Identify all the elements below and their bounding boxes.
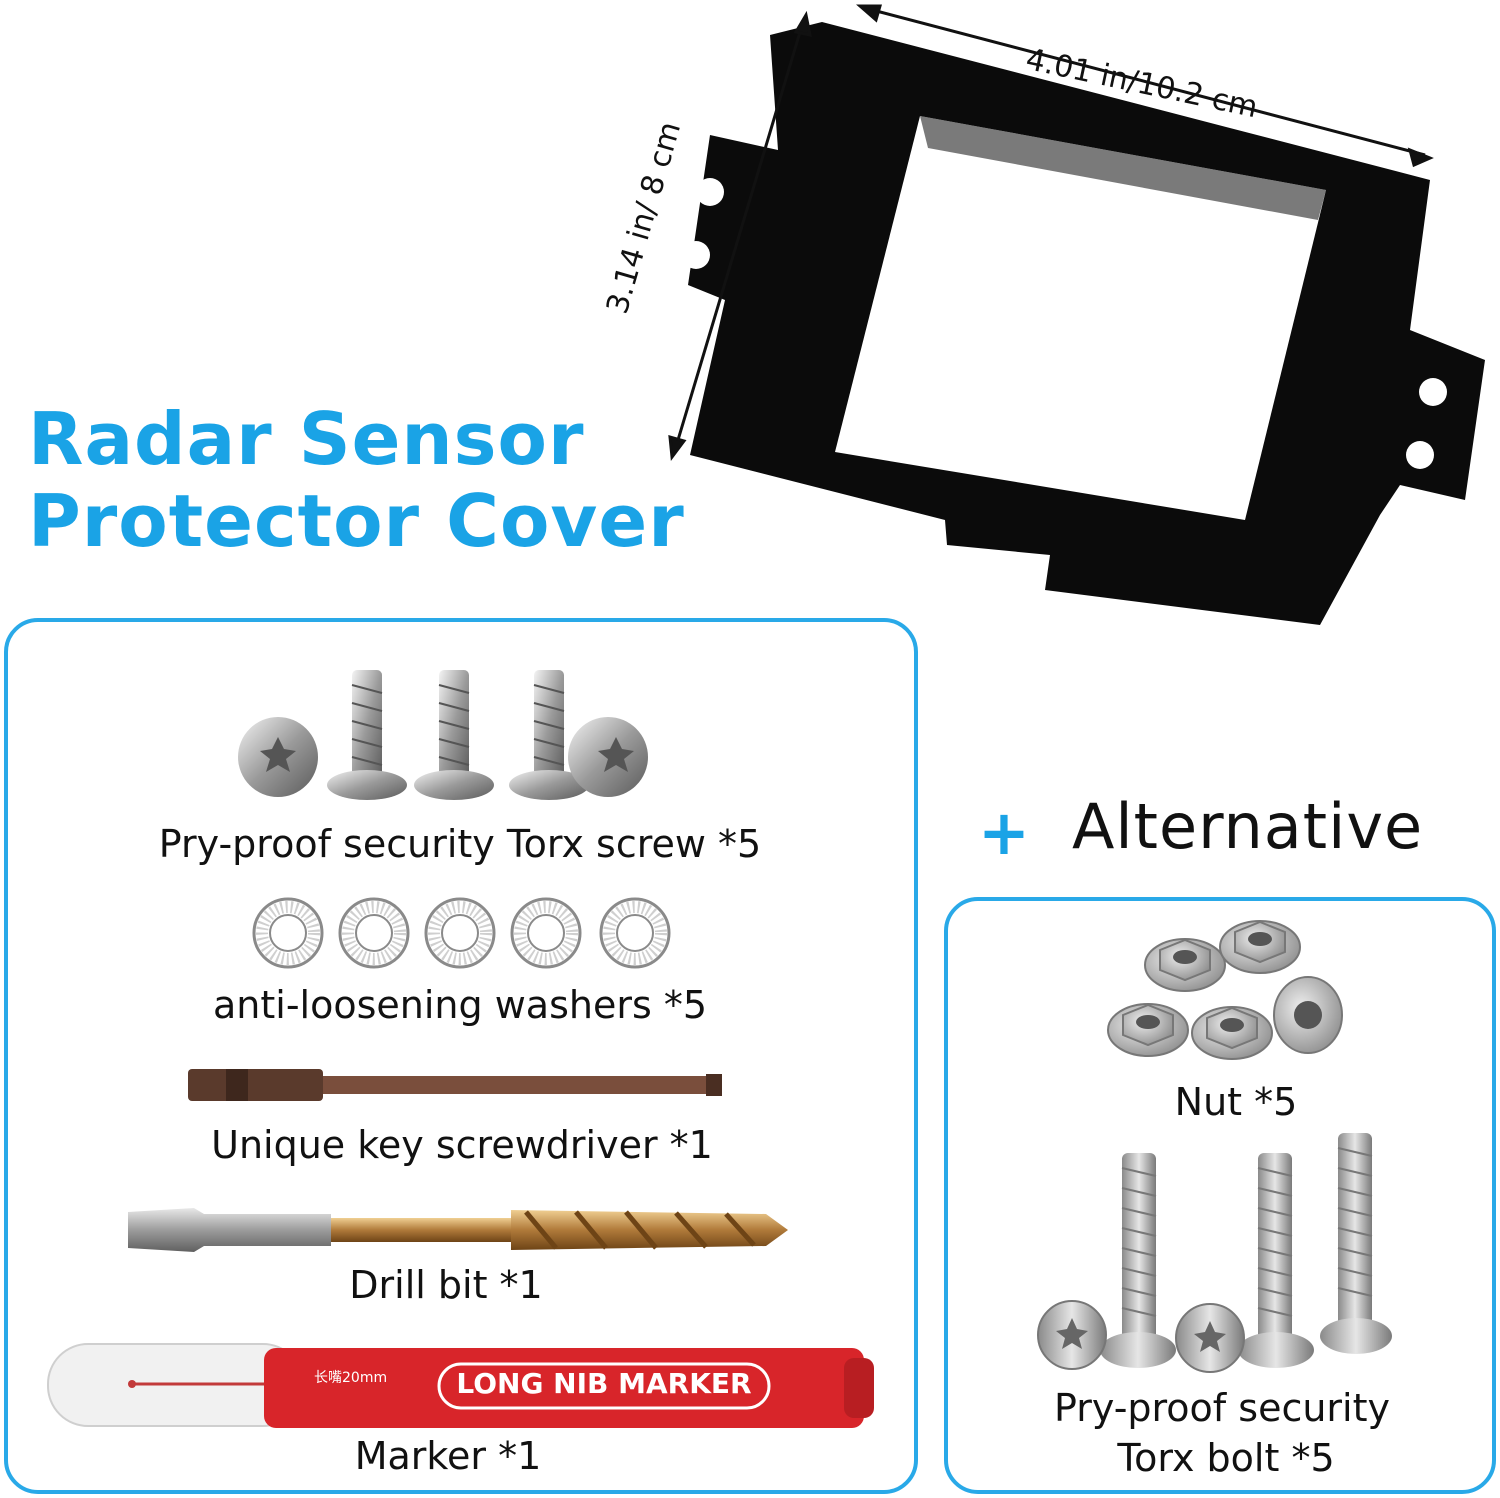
- caption-screwdriver: Unique key screwdriver *1: [211, 1123, 713, 1167]
- marker-brand-label: LONG NIB MARKER: [456, 1367, 751, 1400]
- caption-bolt-line2: Torx bolt *5: [1117, 1436, 1335, 1480]
- caption-bolt-line1: Pry-proof security: [1054, 1386, 1390, 1430]
- product-title-line2: Protector Cover: [28, 479, 685, 563]
- mounting-holes: [682, 178, 1447, 590]
- plus-icon: +: [978, 796, 1030, 869]
- alternative-heading: Alternative: [1072, 790, 1424, 863]
- marker-image: LONG NIB MARKER 长嘴20mm: [47, 1343, 874, 1428]
- alternative-panel: [944, 897, 1496, 1494]
- torx-bolts-image: [1037, 1133, 1392, 1373]
- drill-bit-image: [128, 1208, 788, 1252]
- dimension-arrows: [668, 4, 1434, 461]
- bracket-illustration: [668, 4, 1485, 625]
- bracket-plate: [688, 22, 1485, 625]
- caption-nut: Nut *5: [1174, 1080, 1298, 1124]
- screw-head-right: [568, 717, 648, 797]
- screwdriver-image: [188, 1069, 722, 1101]
- caption-marker: Marker *1: [354, 1434, 542, 1478]
- caption-torx-screw: Pry-proof security Torx screw *5: [158, 822, 762, 866]
- product-title-line1: Radar Sensor: [28, 397, 585, 481]
- caption-washers: anti-loosening washers *5: [213, 983, 707, 1027]
- screw-head-left: [238, 717, 318, 797]
- nuts-image: [1107, 920, 1343, 1060]
- washers-image: [252, 897, 671, 969]
- torx-screws-image: [238, 670, 648, 800]
- caption-drill-bit: Drill bit *1: [349, 1263, 543, 1307]
- product-title: Radar Sensor Protector Cover: [28, 398, 685, 562]
- bolt-heads: [1037, 1300, 1245, 1373]
- marker-nib-label: 长嘴20mm: [314, 1370, 387, 1386]
